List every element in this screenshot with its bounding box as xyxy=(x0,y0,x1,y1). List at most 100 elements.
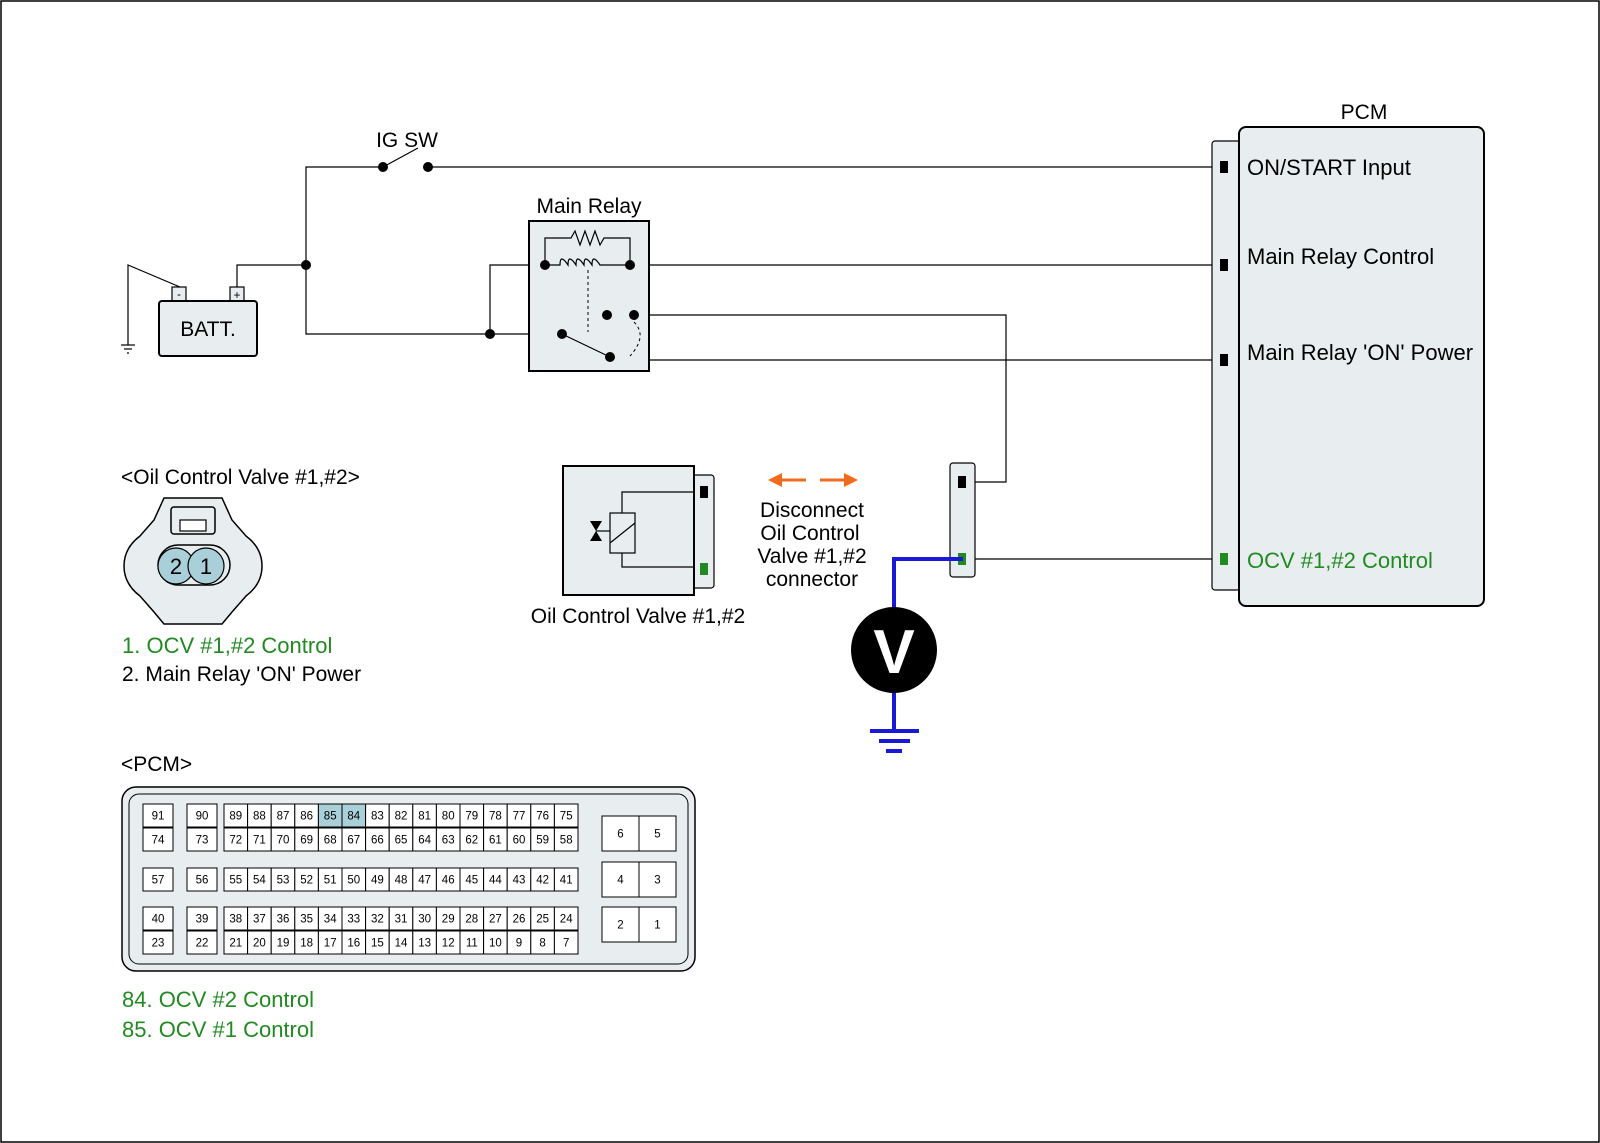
harness-connector-body xyxy=(949,462,976,578)
pcm-pin-number: 46 xyxy=(442,875,455,887)
disconnect-note: Disconnect Oil Control Valve #1,#2 conne… xyxy=(757,473,867,591)
pcm-pin-number: 81 xyxy=(418,811,431,823)
ocv-connector-title: <Oil Control Valve #1,#2> xyxy=(121,466,360,489)
ocv-connector-face: <Oil Control Valve #1,#2> 2 1 1. OCV #1,… xyxy=(121,466,361,686)
pcm-pin-marker-green xyxy=(1220,553,1228,565)
relay-switch-feed-wire xyxy=(305,265,490,335)
relay-on-power-to-ocv-wire xyxy=(634,314,1007,483)
pcm-pin-on-start-label: ON/START Input xyxy=(1247,155,1411,180)
pcm-legend-85: 85. OCV #1 Control xyxy=(122,1017,314,1042)
pcm-legend-84: 84. OCV #2 Control xyxy=(122,987,314,1012)
pcm-pin-number: 16 xyxy=(347,938,360,950)
pcm-pin-number: 23 xyxy=(152,938,165,950)
battery-minus-sign: - xyxy=(177,289,181,301)
pcm-pin-number: 73 xyxy=(196,835,209,847)
pcm-pin-cell xyxy=(553,867,579,892)
pcm-pin-number: 62 xyxy=(465,835,478,847)
pcm-pin-number: 60 xyxy=(513,835,526,847)
junction-dot xyxy=(301,260,311,270)
pcm-pin-number: 71 xyxy=(253,835,266,847)
ocv-pin-1-label: 1 xyxy=(200,554,212,579)
pcm-pin-number: 25 xyxy=(536,914,549,926)
pcm-pin-number: 42 xyxy=(536,875,549,887)
voltmeter-symbol: V xyxy=(873,618,914,687)
pcm-pin-cell xyxy=(553,930,579,955)
disconnect-line-2: Oil Control xyxy=(760,522,859,545)
pcm-pin-number: 36 xyxy=(277,914,290,926)
pcm-pin-number: 52 xyxy=(300,875,313,887)
relay-coil-feed-wire xyxy=(489,264,545,334)
pcm-pin-cell xyxy=(142,906,174,931)
voltmeter-circle xyxy=(851,607,937,693)
pcm-pin-number: 24 xyxy=(560,914,573,926)
pcm-pin-cell xyxy=(142,867,174,892)
ocv-component-label: Oil Control Valve #1,#2 xyxy=(531,605,745,628)
battery-body xyxy=(158,300,258,357)
pcm-pin-cell xyxy=(142,930,174,955)
pcm-pin-cell xyxy=(601,906,640,943)
disconnect-line-4: connector xyxy=(766,568,858,591)
pcm-pin-number: 19 xyxy=(277,938,290,950)
pcm-pin-number: 57 xyxy=(152,875,165,887)
pcm-connector-title: <PCM> xyxy=(121,753,192,776)
pcm-pin-number: 29 xyxy=(442,914,455,926)
pcm-pin-cell xyxy=(186,906,218,931)
pcm-pin-number: 33 xyxy=(347,914,360,926)
pcm-pin-number: 86 xyxy=(300,811,313,823)
pcm-pin-number: 14 xyxy=(395,938,408,950)
pcm-pin-number: 39 xyxy=(196,914,209,926)
pcm-pin-number: 82 xyxy=(395,811,408,823)
pcm-pin-number: 2 xyxy=(617,920,623,932)
pcm-pin-number: 26 xyxy=(513,914,526,926)
meter-positive-lead xyxy=(892,557,963,608)
pcm-pin-number: 53 xyxy=(277,875,290,887)
voltmeter: V xyxy=(851,557,963,753)
pcm-pin-number: 67 xyxy=(347,835,360,847)
pcm-pin-number: 7 xyxy=(563,938,569,950)
pcm-pin-number: 59 xyxy=(536,835,549,847)
battery-label: BATT. xyxy=(180,318,236,341)
pcm-pin-number: 38 xyxy=(229,914,242,926)
pcm-pin-number: 76 xyxy=(536,811,549,823)
pcm-pin-number: 83 xyxy=(371,811,384,823)
pcm-pin-number: 40 xyxy=(152,914,165,926)
pcm-pin-number: 55 xyxy=(229,875,242,887)
pcm-pin-number: 48 xyxy=(395,875,408,887)
battery-positive-wire xyxy=(236,264,306,287)
pcm-pin-number: 65 xyxy=(395,835,408,847)
pcm-pin-number: 77 xyxy=(513,811,526,823)
pcm-pin-number: 61 xyxy=(489,835,502,847)
pcm-pin-number: 91 xyxy=(152,811,165,823)
ocv-legend-1: 1. OCV #1,#2 Control xyxy=(122,633,332,658)
oil-control-valve: Oil Control Valve #1,#2 xyxy=(531,465,745,628)
pcm-pin-number: 51 xyxy=(324,875,337,887)
pcm-pin-cell xyxy=(186,867,218,892)
pcm-pin-number: 68 xyxy=(324,835,337,847)
pcm-pin-number: 84 xyxy=(347,811,360,823)
pcm-pin-number: 49 xyxy=(371,875,384,887)
disconnect-line-1: Disconnect xyxy=(760,499,864,522)
pcm-pin-number: 74 xyxy=(152,835,165,847)
pcm-pin-number: 41 xyxy=(560,875,573,887)
pcm-pin-number: 90 xyxy=(196,811,209,823)
pcm-pin-number: 66 xyxy=(371,835,384,847)
pcm-pin-number: 88 xyxy=(253,811,266,823)
pcm-pin-number: 15 xyxy=(371,938,384,950)
pcm-pin-number: 10 xyxy=(489,938,502,950)
pcm-pin-number: 30 xyxy=(418,914,431,926)
pcm-pin-marker xyxy=(1220,161,1228,173)
pcm-body xyxy=(1238,126,1485,607)
pcm-pin-number: 58 xyxy=(560,835,573,847)
pcm-pin-number: 20 xyxy=(253,938,266,950)
junction-dot xyxy=(485,329,495,339)
pcm-pin-number: 87 xyxy=(277,811,290,823)
pcm-pin-marker xyxy=(1220,259,1228,271)
pcm-pin-marker xyxy=(1220,354,1228,366)
pcm-pin-number: 28 xyxy=(465,914,478,926)
pcm-module: PCM ON/START Input Main Relay Control Ma… xyxy=(1211,101,1485,607)
pcm-pin-number: 64 xyxy=(418,835,431,847)
pcm-pin-cell xyxy=(186,827,218,852)
battery-plus-sign: + xyxy=(234,290,241,302)
pcm-pin-number: 80 xyxy=(442,811,455,823)
